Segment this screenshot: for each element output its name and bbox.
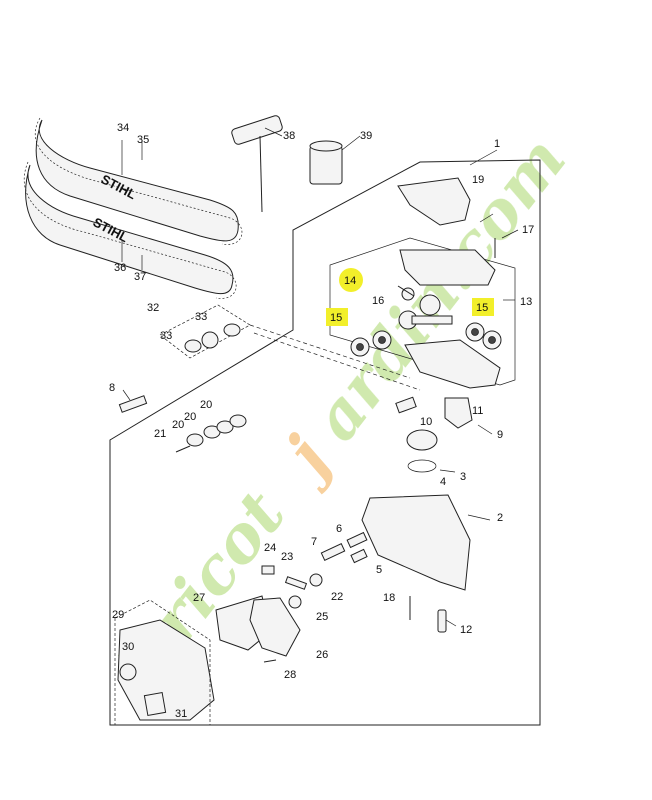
callout-13: 13: [520, 296, 532, 308]
main-housing: [361, 494, 471, 591]
tensioner-parts: [261, 565, 323, 609]
subassembly-13-frame: [329, 237, 516, 386]
callout-22: 22: [331, 591, 343, 603]
callout-30: 30: [122, 641, 134, 653]
cover-seal: [249, 597, 301, 657]
callout-33a: 33: [160, 330, 172, 342]
label-31: [143, 692, 167, 716]
bevel-gear-shaft: [398, 294, 453, 330]
washers-20: [186, 414, 247, 447]
callout-35: 35: [137, 134, 149, 146]
callout-23: 23: [281, 551, 293, 563]
screw-28: [263, 659, 277, 663]
callout-15-right: 15: [476, 302, 488, 314]
callout-12: 12: [460, 624, 472, 636]
callout-25: 25: [316, 611, 328, 623]
callout-29: 29: [112, 609, 124, 621]
callout-26: 26: [316, 649, 328, 661]
callout-labels: 1 2 3 4 5 6 7 8 9 10 11 12 13 14 15 15 1…: [109, 122, 534, 720]
grease-tube: [309, 140, 343, 185]
callout-3: 3: [460, 471, 466, 483]
sprocket-cover: [117, 619, 215, 721]
callout-38: 38: [283, 130, 295, 142]
callout-31: 31: [175, 708, 187, 720]
callout-18: 18: [383, 592, 395, 604]
callout-6: 6: [336, 523, 342, 535]
highlight-15-left: [326, 308, 348, 326]
callout-39: 39: [360, 130, 372, 142]
bearing-right: [465, 322, 502, 350]
callout-21: 21: [154, 428, 166, 440]
callout-34: 34: [117, 122, 129, 134]
callout-20c: 20: [172, 419, 184, 431]
callout-5: 5: [376, 564, 382, 576]
callout-19: 19: [472, 174, 484, 186]
gear-housing-top: [399, 249, 496, 286]
oil-seal: [406, 429, 438, 473]
pins: [320, 531, 368, 564]
leader-lines: [121, 127, 519, 627]
bearing-left: [350, 330, 392, 357]
callout-20b: 20: [184, 411, 196, 423]
callout-14: 14: [344, 275, 356, 287]
highlight-14: [339, 268, 363, 292]
callout-16: 16: [372, 295, 384, 307]
highlight-15-right: [472, 298, 494, 316]
callout-33b: 33: [195, 311, 207, 323]
callout-17: 17: [522, 224, 534, 236]
callout-2: 2: [497, 512, 503, 524]
callout-36: 36: [114, 262, 126, 274]
callout-1: 1: [494, 138, 500, 150]
callout-4: 4: [440, 476, 446, 488]
callout-32: 32: [147, 302, 159, 314]
nut-30: [119, 663, 137, 681]
spur-gear-16: [397, 285, 415, 301]
callout-8: 8: [109, 382, 115, 394]
callout-10: 10: [420, 416, 432, 428]
connection-lines: [249, 324, 421, 391]
assembly-frame: [109, 159, 541, 726]
callout-9: 9: [497, 429, 503, 441]
gear-housing-bottom: [404, 339, 501, 389]
combination-wrench: [231, 115, 283, 213]
stud-8: [118, 395, 148, 413]
cover-kit-frame: [114, 599, 211, 726]
pin-12: [437, 609, 447, 633]
callout-11: 11: [472, 405, 483, 417]
callout-37: 37: [134, 271, 146, 283]
screw-21: [175, 445, 191, 453]
callout-15-left: 15: [330, 312, 342, 324]
callout-28: 28: [284, 669, 296, 681]
callout-24: 24: [264, 542, 276, 554]
callout-27: 27: [193, 592, 205, 604]
highlights: [326, 268, 494, 326]
callout-7: 7: [311, 536, 317, 548]
gear-cover: [397, 177, 471, 226]
oil-pump: [395, 396, 473, 429]
callout-20a: 20: [200, 399, 212, 411]
sprocket-kit: [184, 323, 241, 353]
